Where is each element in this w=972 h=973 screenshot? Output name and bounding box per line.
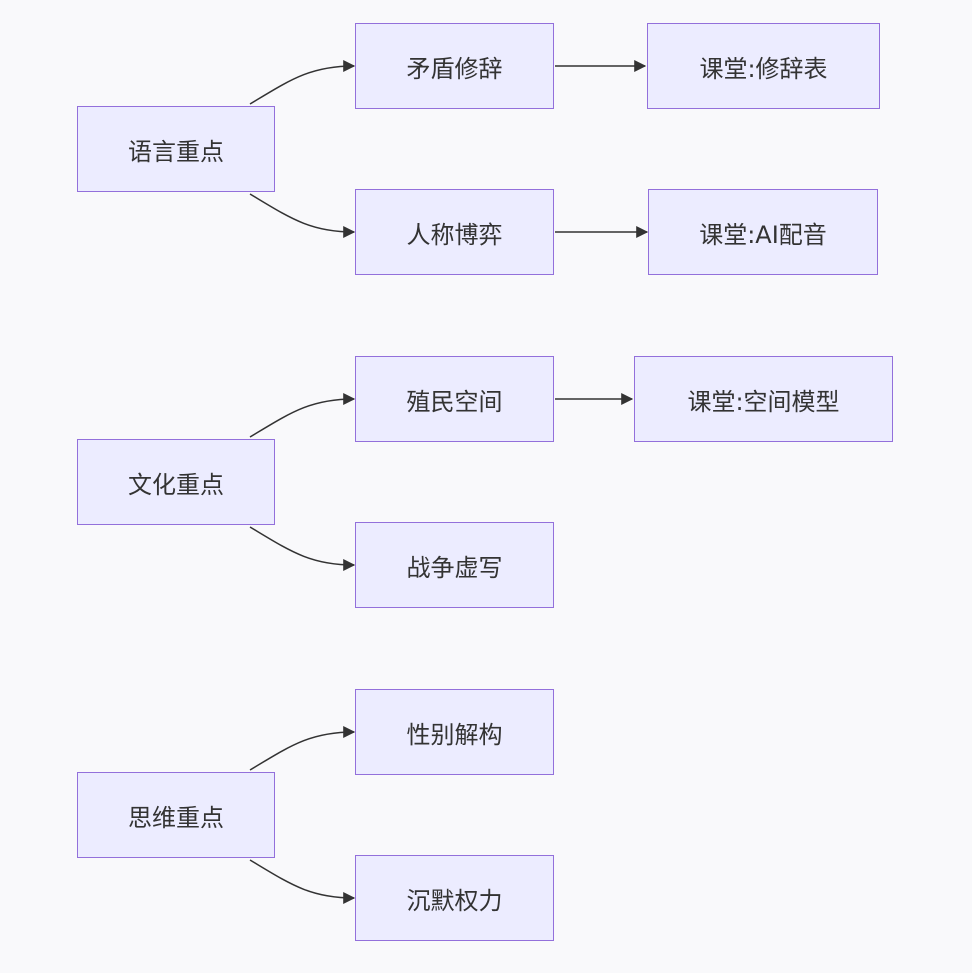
node-xingbie-jiegou[interactable]: 性别解构: [355, 689, 554, 775]
node-maodun-xiuci[interactable]: 矛盾修辞: [355, 23, 554, 109]
edge-siwei-chenmo: [249, 859, 356, 904]
node-wenhua-zhongdian[interactable]: 文化重点: [77, 439, 275, 525]
edge-siwei-xingbie: [249, 726, 356, 771]
node-ketang-xiuci-table[interactable]: 课堂:修辞表: [647, 23, 880, 109]
edge-yuyan-maodun: [249, 60, 356, 105]
node-ketang-space-model[interactable]: 课堂:空间模型: [634, 356, 893, 442]
node-siwei-zhongdian[interactable]: 思维重点: [77, 772, 275, 858]
edge-yuyan-renchen: [249, 193, 356, 238]
node-zhanzheng-xuxie[interactable]: 战争虚写: [355, 522, 554, 608]
node-renchen-boyi[interactable]: 人称博弈: [355, 189, 554, 275]
edge-wenhua-zhimin: [249, 393, 356, 438]
edge-wenhua-zhanzheng: [249, 526, 356, 571]
node-yuyan-zhongdian[interactable]: 语言重点: [77, 106, 275, 192]
node-ketang-ai-dubbing[interactable]: 课堂:AI配音: [648, 189, 878, 275]
node-chenmo-quanli[interactable]: 沉默权力: [355, 855, 554, 941]
node-zhimin-kongjian[interactable]: 殖民空间: [355, 356, 554, 442]
